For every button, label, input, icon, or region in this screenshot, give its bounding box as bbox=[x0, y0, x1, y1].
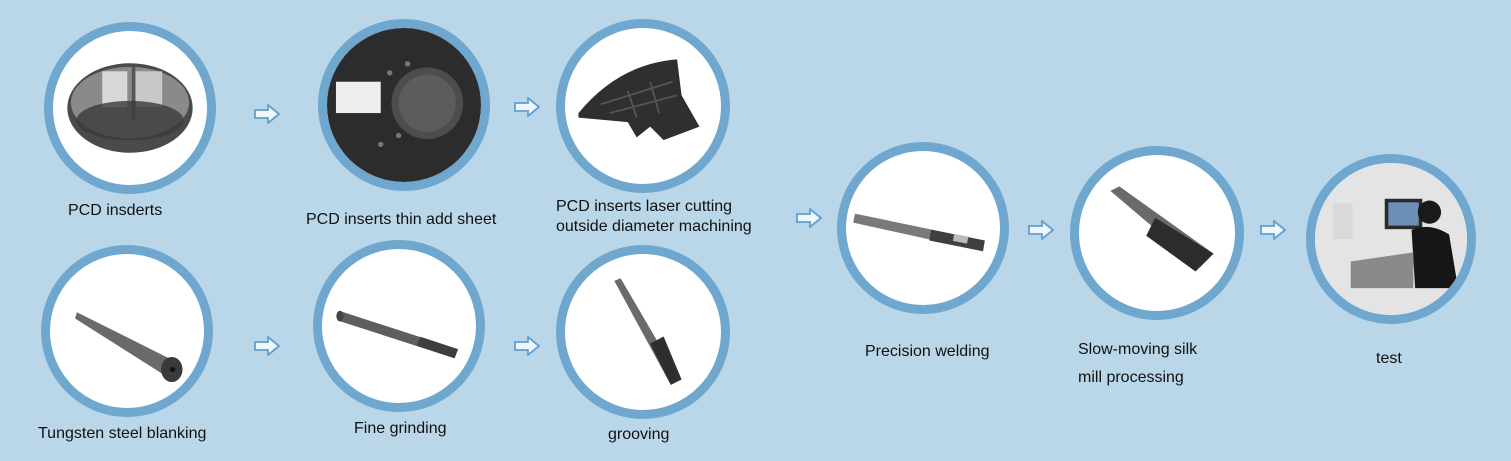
pcd-laser-label-line1: PCD inserts laser cutting bbox=[556, 198, 733, 215]
hollow-right-arrow-icon bbox=[796, 208, 822, 228]
pcd-insderts-image bbox=[44, 22, 216, 194]
pcd-thin-sheet-image bbox=[318, 19, 490, 191]
hollow-right-arrow-icon bbox=[514, 336, 540, 356]
hollow-right-arrow-icon bbox=[514, 97, 540, 117]
pcd-insderts-label: PCD insderts bbox=[68, 202, 163, 219]
pcd-laser-image bbox=[556, 19, 730, 193]
pcd-thin-sheet-label: PCD inserts thin add sheet bbox=[306, 211, 497, 228]
grooving-image bbox=[556, 245, 730, 419]
fine-grinding-image bbox=[313, 240, 485, 412]
hollow-right-arrow-icon bbox=[254, 336, 280, 356]
precision-welding-image bbox=[837, 142, 1009, 314]
grooving-label: grooving bbox=[608, 426, 670, 443]
test-label: test bbox=[1376, 350, 1402, 367]
slow-moving-silk-label-line1: Slow-moving silk bbox=[1078, 341, 1198, 358]
hollow-right-arrow-icon bbox=[1028, 220, 1054, 240]
pcd-laser-label-line2: outside diameter machining bbox=[556, 218, 752, 235]
slow-moving-silk-image bbox=[1070, 146, 1244, 320]
slow-moving-silk-label-line2: mill processing bbox=[1078, 369, 1184, 386]
precision-welding-label: Precision welding bbox=[865, 343, 990, 360]
tungsten-blanking-image bbox=[41, 245, 213, 417]
hollow-right-arrow-icon bbox=[254, 104, 280, 124]
tungsten-blanking-label: Tungsten steel blanking bbox=[38, 425, 207, 442]
fine-grinding-label: Fine grinding bbox=[354, 420, 447, 437]
test-image bbox=[1306, 154, 1476, 324]
hollow-right-arrow-icon bbox=[1260, 220, 1286, 240]
